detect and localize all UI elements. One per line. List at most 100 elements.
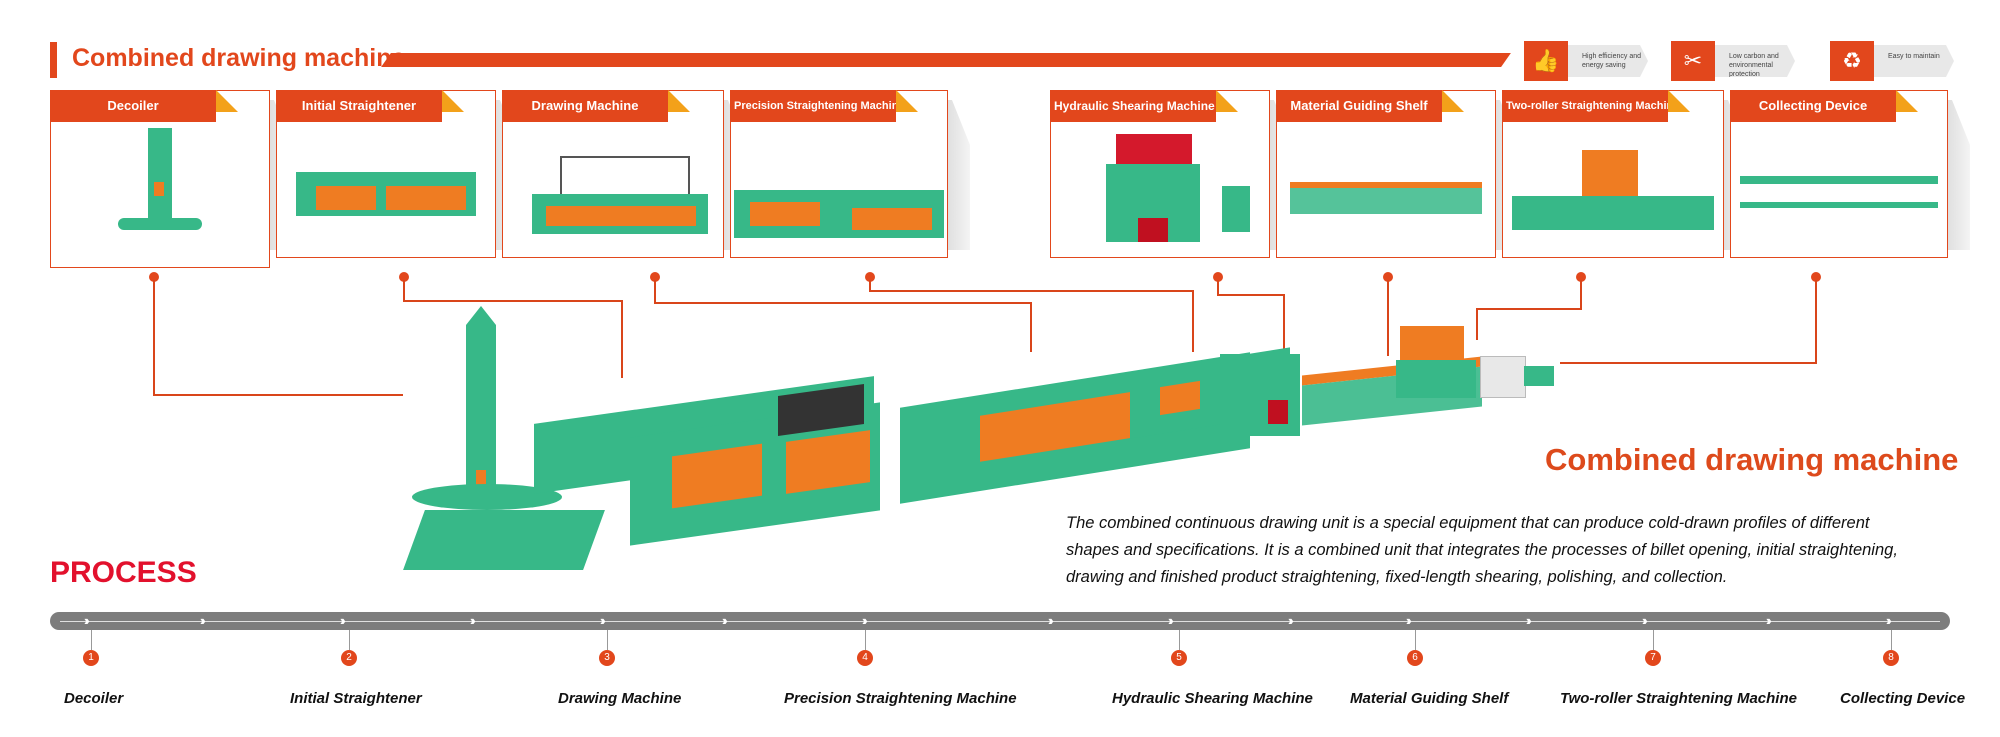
step-label: Decoiler <box>64 690 124 707</box>
step-tick <box>91 630 92 650</box>
chevron-right-icon: ›› <box>1526 613 1531 628</box>
connector-line <box>1030 302 1032 352</box>
collecting-device-assembly <box>1480 356 1526 398</box>
connector-line <box>1476 308 1582 310</box>
card-title: Collecting Device <box>1730 90 1896 122</box>
collecting-rail <box>1740 176 1938 184</box>
connector-line <box>1580 280 1582 310</box>
step-number: 8 <box>1883 650 1899 666</box>
step-label: Hydraulic Shearing Machine <box>1112 690 1313 707</box>
connector-line <box>153 280 155 396</box>
step-tick <box>349 630 350 650</box>
card-material-guiding-shelf: Material Guiding Shelf <box>1276 90 1518 258</box>
feature-label: Easy to maintain <box>1874 45 1954 77</box>
chevron-right-icon: ›› <box>84 613 89 628</box>
card-title: Decoiler <box>50 90 216 122</box>
decoiler-panel <box>154 182 164 196</box>
two-roller-assembly <box>1396 360 1476 398</box>
process-heading: PROCESS <box>50 556 197 589</box>
connector-dot <box>399 272 409 282</box>
chevron-right-icon: ›› <box>1766 613 1771 628</box>
feature-badge-maintain: ♻ Easy to maintain <box>1830 41 1960 81</box>
title-decor-bar <box>381 53 1511 67</box>
description-line: The combined continuous drawing unit is … <box>1066 514 1870 532</box>
chevron-right-icon: ›› <box>1642 613 1647 628</box>
recycle-icon: ♻ <box>1830 41 1874 81</box>
chevron-right-icon: ›› <box>470 613 475 628</box>
connector-line <box>621 300 623 378</box>
connector-line <box>869 280 871 292</box>
connector-dot <box>1213 272 1223 282</box>
connector-line <box>1815 280 1817 364</box>
step-number: 6 <box>1407 650 1423 666</box>
chevron-right-icon: ›› <box>200 613 205 628</box>
card-title: Drawing Machine <box>502 90 668 122</box>
step-number: 5 <box>1171 650 1187 666</box>
connector-dot <box>1811 272 1821 282</box>
shearing-assembly <box>1220 354 1300 436</box>
step-tick <box>1653 630 1654 650</box>
title-accent-bar <box>50 42 57 78</box>
step-label: Initial Straightener <box>290 690 422 707</box>
step-label: Two-roller Straightening Machine <box>1560 690 1797 707</box>
chevron-right-icon: ›› <box>1168 613 1173 628</box>
machine-panel <box>852 208 932 230</box>
connector-line <box>1387 280 1389 356</box>
step-tick <box>1179 630 1180 650</box>
card-collecting-device: Collecting Device <box>1730 90 1970 258</box>
feature-label: Low carbon and environmental protection <box>1715 45 1795 77</box>
card-title: Hydraulic Shearing Machine <box>1050 90 1216 122</box>
machine-panel <box>386 186 466 210</box>
chevron-right-icon: ›› <box>722 613 727 628</box>
shearing-opening <box>1138 218 1168 242</box>
connector-line <box>1283 294 1285 350</box>
decoiler-image <box>148 128 172 228</box>
connector-dot <box>149 272 159 282</box>
description: The combined continuous drawing unit is … <box>1066 510 1966 591</box>
step-tick <box>1891 630 1892 650</box>
main-title: Combined drawing machine <box>1545 442 1959 477</box>
connector-dot <box>1383 272 1393 282</box>
machine-panel <box>750 202 820 226</box>
card-two-roller-straightening: Two-roller Straightening Machine <box>1502 90 1746 258</box>
connector-dot <box>1576 272 1586 282</box>
step-number: 2 <box>341 650 357 666</box>
decoiler-panel <box>476 470 486 490</box>
machine-panel <box>546 206 696 226</box>
card-hydraulic-shearing: Hydraulic Shearing Machine <box>1050 90 1292 258</box>
connector-line <box>869 290 1194 292</box>
connector-line <box>1217 280 1219 296</box>
connector-dot <box>650 272 660 282</box>
step-label: Collecting Device <box>1840 690 1966 707</box>
card-title: Initial Straightener <box>276 90 442 122</box>
chevron-right-icon: ›› <box>340 613 345 628</box>
step-number: 3 <box>599 650 615 666</box>
step-number: 4 <box>857 650 873 666</box>
feature-badge-eco: ✂ Low carbon and environmental protectio… <box>1671 41 1801 81</box>
decoiler-column <box>466 306 496 496</box>
chevron-right-icon: ›› <box>1048 613 1053 628</box>
chevron-right-icon: ›› <box>1886 613 1891 628</box>
card-title: Two-roller Straightening Machine <box>1502 90 1679 122</box>
connector-line <box>403 300 623 302</box>
connector-line <box>654 280 656 304</box>
shearing-opening <box>1268 400 1288 424</box>
connector-line <box>1476 308 1478 340</box>
chevron-right-icon: ›› <box>600 613 605 628</box>
feature-badge-efficiency: 👍 High efficiency and energy saving <box>1524 41 1654 81</box>
connector-line <box>153 394 403 396</box>
drawing-machine-cover <box>560 156 690 196</box>
shearing-guard <box>1116 134 1192 164</box>
card-precision-straightening: Precision Straightening Machine <box>730 90 970 258</box>
thumbs-up-icon: 👍 <box>1524 41 1568 81</box>
page-title: Combined drawing machine <box>72 44 406 72</box>
collecting-end <box>1524 366 1554 386</box>
step-label: Material Guiding Shelf <box>1350 690 1509 707</box>
card-title: Material Guiding Shelf <box>1276 90 1442 122</box>
step-number: 1 <box>83 650 99 666</box>
connector-line <box>403 280 405 302</box>
description-line: shapes and specifications. It is a combi… <box>1066 541 1898 559</box>
description-line: drawing and finished product straighteni… <box>1066 568 1728 586</box>
connector-line <box>654 302 1032 304</box>
card-initial-straightener: Initial Straightener <box>276 90 518 258</box>
